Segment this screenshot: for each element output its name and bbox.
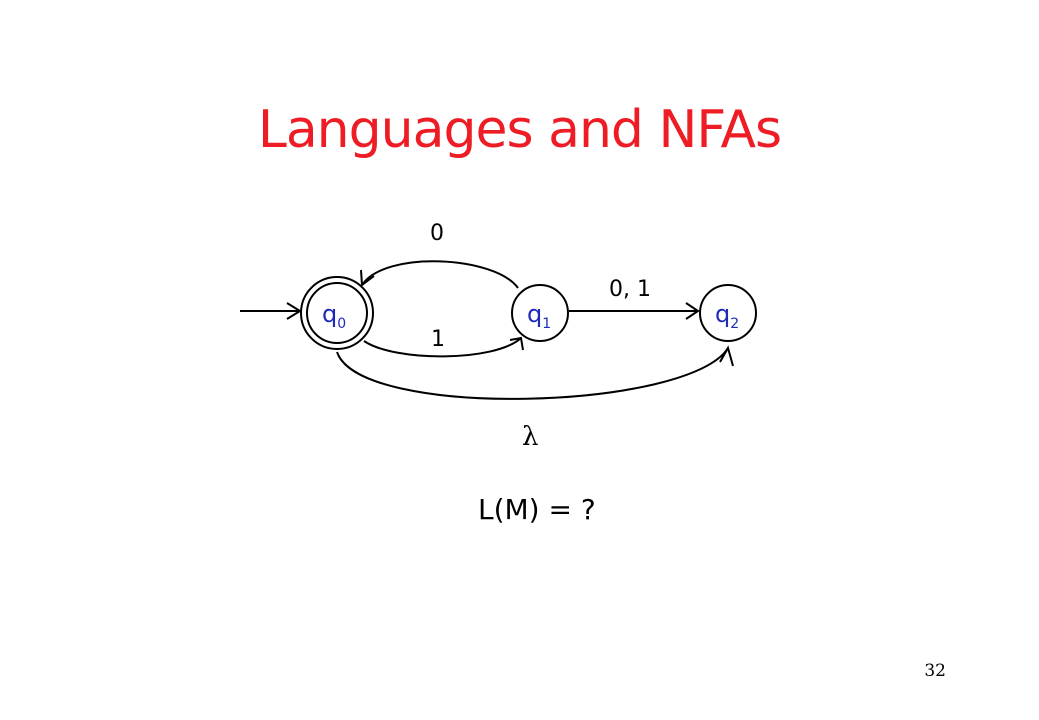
state-q2: q2	[699, 284, 757, 342]
state-q1: q1	[511, 284, 569, 342]
transition-q1-q0-label: 0	[430, 221, 444, 246]
transition-q0-q1	[363, 336, 524, 358]
page-number: 32	[924, 661, 946, 681]
state-q1-label: q1	[527, 300, 551, 332]
transition-q0-q1-label: 1	[431, 327, 445, 352]
slide-title: Languages and NFAs	[257, 100, 782, 160]
transition-q0-q2-label: λ	[522, 422, 538, 452]
language-question: L(M) = ?	[478, 493, 596, 526]
transition-q1-q0	[360, 260, 519, 289]
start-arrow	[240, 302, 302, 320]
transition-q1-q2-label: 0, 1	[609, 277, 651, 302]
state-q0: q0	[300, 276, 374, 350]
state-q0-label: q0	[322, 300, 346, 332]
transition-q0-q2	[336, 345, 734, 400]
state-q2-label: q2	[715, 300, 739, 332]
transition-q1-q2	[569, 302, 700, 320]
